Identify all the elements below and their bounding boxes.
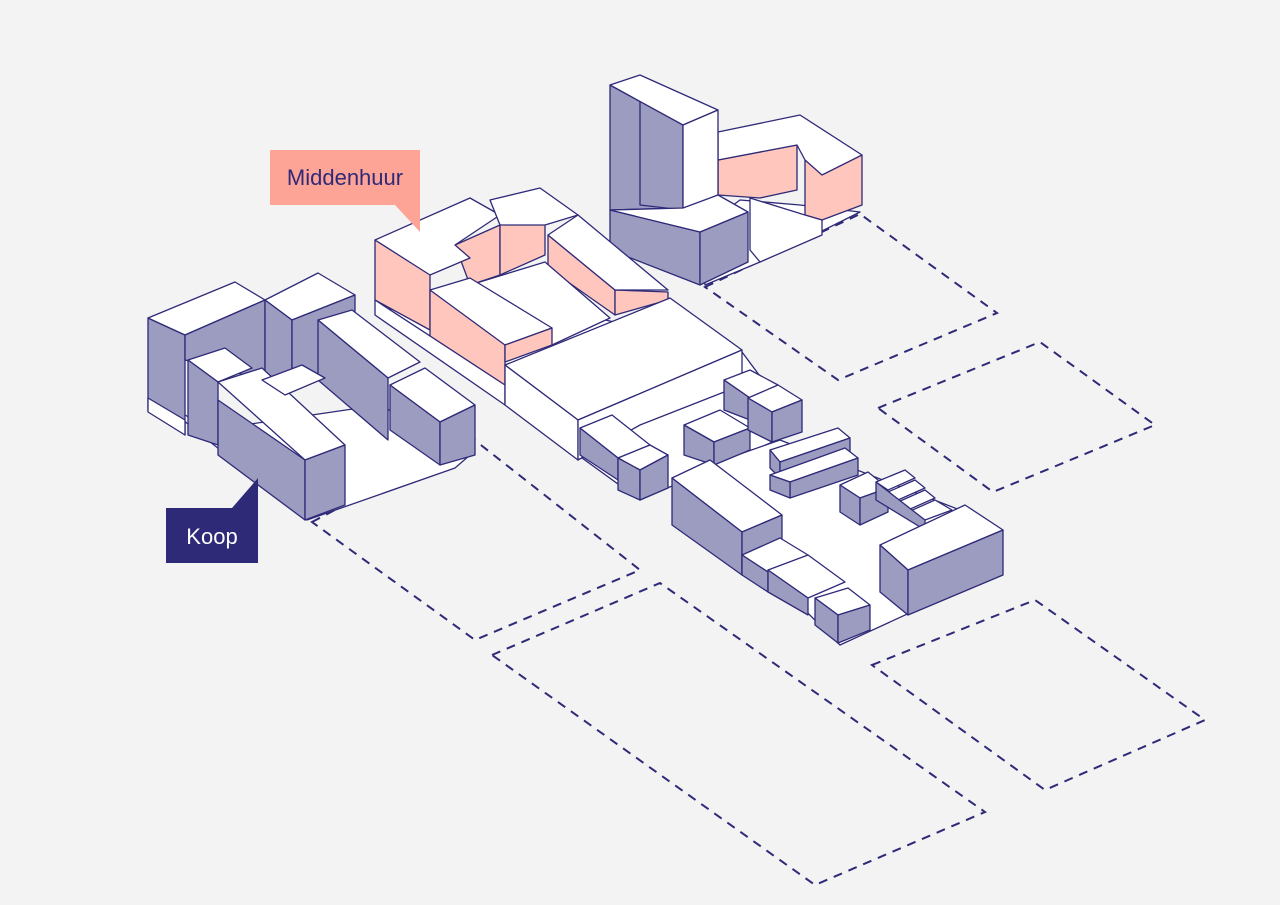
cs-block-b-side [639,454,669,501]
northeast-building [609,74,863,286]
ne-courtyard-wall [749,197,823,263]
se-east-side [907,529,1004,616]
koop-east-west-face [317,319,389,441]
koop-long-side [304,444,346,521]
plot-east-middle [875,340,1158,494]
ne-pink-wing-roof [717,114,863,176]
plot-south-large [489,581,988,887]
ne-tower-face-east [682,109,719,211]
se-small-c-side [837,604,871,644]
cs-block-c-side [713,427,751,466]
koop-label: Koop [166,478,258,563]
se-small-b-front [767,569,809,616]
ne-low-block-roof [609,194,749,233]
koop-label-text: Koop [186,524,237,549]
koop-west-plinth [147,397,186,436]
central-small-blocks [579,369,803,501]
plot-east-lower [869,598,1208,792]
mid-roof-right [489,187,579,226]
koop-label-box [166,478,258,563]
middenhuur-label: Middenhuur [270,150,420,232]
koop-inner-roof [261,364,326,396]
se-bar2-front [769,474,791,499]
koop-east-small-side [439,404,476,466]
mid-front-wing-side [504,327,553,363]
koop-building [147,272,476,521]
mid-roof-north-strip [547,214,669,291]
middenhuur-label-box [270,150,420,232]
mid-roof-left [374,197,501,276]
middenhuur-building [374,187,669,406]
middenhuur-label-text: Middenhuur [287,165,403,190]
cs-block-e-side [771,399,803,443]
se-row-a-roof [875,469,916,491]
southeast-buildings [671,427,1004,644]
